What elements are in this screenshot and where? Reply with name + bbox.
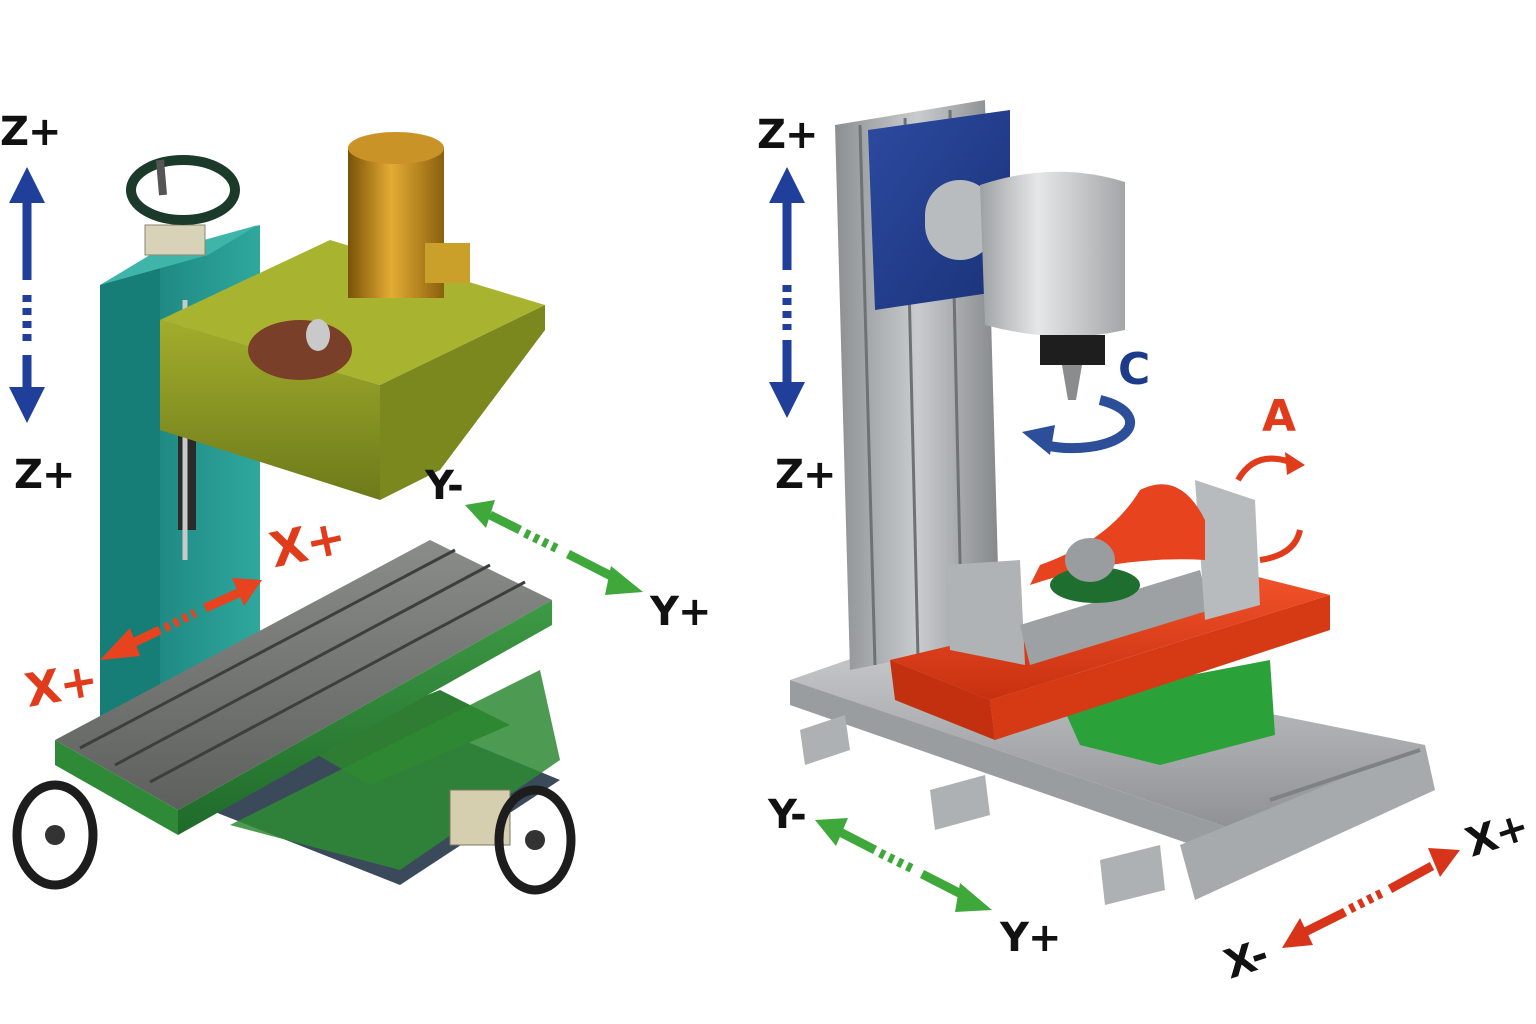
left-y-minus-label: Y- <box>425 463 464 509</box>
right-foot <box>930 775 990 830</box>
left-table-front <box>55 740 178 835</box>
right-y-axis-arrow <box>815 818 992 912</box>
right-y-saddle <box>1060 660 1275 765</box>
right-column-groove <box>858 124 877 666</box>
left-y-axis-arrow <box>465 500 643 595</box>
right-foot <box>800 715 850 765</box>
right-foot <box>1100 845 1165 905</box>
right-y-plus-label: Y+ <box>1000 915 1061 961</box>
left-y-handwheel-hub <box>525 830 545 850</box>
right-c-rotation-arrow <box>1022 395 1136 455</box>
left-z-bottom-label: Z+ <box>14 452 76 498</box>
left-z-top-label: Z+ <box>0 109 62 155</box>
right-base-rail <box>1180 745 1435 900</box>
right-spindle-head <box>980 171 1125 337</box>
right-x-axis-arrow <box>1282 848 1460 948</box>
right-z-top-label: Z+ <box>757 112 819 158</box>
left-head-side <box>380 305 545 500</box>
left-table-side <box>178 600 552 835</box>
right-x-table-side <box>990 595 1330 740</box>
right-rail-groove <box>1269 748 1421 802</box>
left-head-front <box>160 320 380 500</box>
right-a-axis-label: A <box>1262 391 1296 442</box>
left-z-handwheel <box>126 155 240 225</box>
left-x-axis-arrow <box>100 578 262 660</box>
right-trunnion-cradle <box>1020 570 1210 665</box>
left-x-handwheel-hub <box>45 825 65 845</box>
left-motor-cap <box>348 132 444 164</box>
right-rotary-plate <box>1050 567 1140 603</box>
right-trunnion-right <box>1195 480 1260 620</box>
left-column-side <box>100 255 160 730</box>
left-motor-box <box>425 243 470 283</box>
right-workpiece-nut <box>1065 538 1115 582</box>
left-x-upper-label: X+ <box>265 508 351 580</box>
left-milling-machine <box>12 132 576 895</box>
left-knee <box>230 670 560 870</box>
left-table-slot <box>149 580 526 784</box>
right-spindle-collet <box>1040 335 1105 365</box>
right-z-bottom-label: Z+ <box>775 452 837 498</box>
left-y-handwheel <box>494 785 576 895</box>
left-table-slot <box>79 548 456 750</box>
left-z-crank-block <box>144 224 206 256</box>
left-spindle-nut <box>306 319 330 351</box>
left-spindle-disc <box>248 320 352 380</box>
right-y-minus-label: Y- <box>768 792 807 838</box>
right-c-axis-label: C <box>1118 344 1150 395</box>
right-spindle-tool <box>1062 365 1082 400</box>
right-a-rotation-arrow <box>1235 452 1305 563</box>
left-x-handwheel <box>12 780 98 890</box>
left-table-top <box>55 540 552 810</box>
left-y-plus-label: Y+ <box>650 589 711 635</box>
right-base-front <box>790 680 1250 865</box>
right-trunnion-left <box>945 560 1025 665</box>
right-x-table-front <box>890 660 995 740</box>
left-x-lower-label: X+ <box>20 652 102 718</box>
left-table-slot <box>114 563 491 767</box>
right-cnc-machine <box>790 100 1435 905</box>
left-z-handwheel-handle <box>156 159 167 196</box>
right-head-arm <box>925 180 995 260</box>
